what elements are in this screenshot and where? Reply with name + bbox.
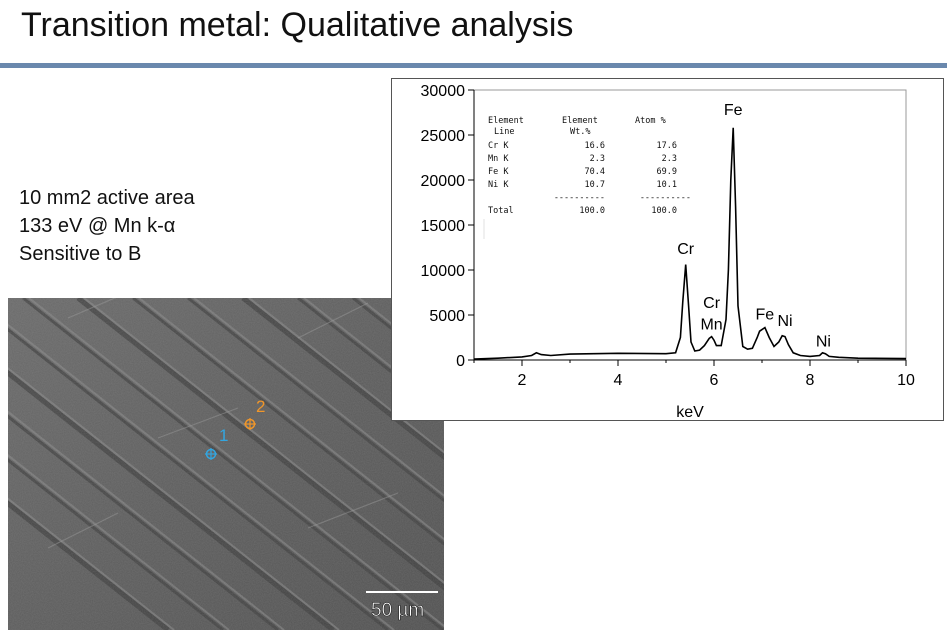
y-tick-label: 10000 bbox=[421, 263, 466, 280]
x-tick-label: 10 bbox=[897, 372, 915, 389]
spec-line-active-area: 10 mm2 active area bbox=[19, 187, 195, 209]
sem-micrograph: 1 2 50 µm bbox=[8, 298, 444, 630]
x-axis: 2 4 6 8 10 bbox=[473, 359, 915, 389]
sem-image-graphic: 1 2 50 µm bbox=[8, 298, 444, 630]
detector-specs: 10 mm2 active area 133 eV @ Mn k-α Sensi… bbox=[19, 184, 195, 268]
y-tick-label: 5000 bbox=[429, 308, 465, 325]
y-tick-label: 25000 bbox=[421, 128, 466, 145]
peak-label: Ni bbox=[816, 334, 831, 351]
table-row-atom: 17.6 bbox=[657, 141, 677, 151]
composition-table: Element Line Element Wt.% Atom % Cr K 16… bbox=[483, 116, 691, 239]
table-header-wt-1: Element bbox=[562, 116, 598, 126]
table-row-element: Ni K bbox=[488, 180, 509, 190]
sem-point-1-label: 1 bbox=[219, 426, 228, 445]
table-row-wt: 2.3 bbox=[590, 154, 605, 164]
y-tick-label: 20000 bbox=[421, 173, 466, 190]
table-separator-atom: ---------- bbox=[640, 193, 691, 203]
peak-label: Mn bbox=[700, 316, 722, 333]
y-tick-label: 30000 bbox=[421, 83, 466, 100]
peak-label: Fe bbox=[756, 307, 775, 324]
sem-point-2: 2 bbox=[244, 397, 265, 430]
table-row-wt: 16.6 bbox=[585, 141, 605, 151]
peak-label: Fe bbox=[724, 102, 743, 119]
table-row-element: Mn K bbox=[488, 154, 509, 164]
eds-spectrum-svg: 0 5000 10000 15000 20000 25000 30000 2 4 6 8 10 ke… bbox=[421, 83, 916, 421]
x-tick-label: 2 bbox=[518, 372, 527, 389]
table-row-wt: 70.4 bbox=[585, 167, 605, 177]
table-row-element: Cr K bbox=[488, 141, 509, 151]
x-tick-label: 4 bbox=[614, 372, 623, 389]
y-axis: 0 5000 10000 15000 20000 25000 30000 bbox=[421, 83, 475, 370]
table-row-atom: 10.1 bbox=[657, 180, 677, 190]
table-row-atom: 69.9 bbox=[657, 167, 677, 177]
peak-label: Cr bbox=[703, 295, 721, 312]
y-tick-label: 0 bbox=[456, 353, 465, 370]
table-header-element-line-2: Line bbox=[494, 127, 514, 137]
table-total-wt: 100.0 bbox=[579, 206, 605, 216]
slide-title: Transition metal: Qualitative analysis bbox=[21, 6, 574, 44]
peak-label: Cr bbox=[677, 241, 695, 258]
spectrum-series-line bbox=[473, 127, 907, 360]
sem-point-2-label: 2 bbox=[256, 397, 265, 416]
y-tick-label: 15000 bbox=[421, 218, 466, 235]
x-axis-label: keV bbox=[676, 404, 704, 421]
table-total-atom: 100.0 bbox=[651, 206, 677, 216]
table-header-atom: Atom % bbox=[635, 116, 666, 126]
table-row-atom: 2.3 bbox=[662, 154, 677, 164]
peak-label: Ni bbox=[777, 313, 792, 330]
table-total-label: Total bbox=[488, 206, 514, 216]
table-separator-wt: ---------- bbox=[554, 193, 605, 203]
table-header-wt-2: Wt.% bbox=[570, 127, 590, 137]
table-header-element-line-1: Element bbox=[488, 116, 524, 126]
table-row-element: Fe K bbox=[488, 167, 509, 177]
x-tick-label: 6 bbox=[710, 372, 719, 389]
table-row-wt: 10.7 bbox=[585, 180, 605, 190]
title-divider bbox=[0, 63, 947, 68]
spec-line-sensitivity: Sensitive to B bbox=[19, 243, 142, 265]
spec-line-resolution: 133 eV @ Mn k-α bbox=[19, 215, 176, 237]
x-tick-label: 8 bbox=[806, 372, 815, 389]
eds-spectrum-chart: 0 5000 10000 15000 20000 25000 30000 2 4 6 8 10 ke… bbox=[391, 78, 944, 421]
sem-point-1: 1 bbox=[205, 426, 228, 460]
scale-bar-label: 50 µm bbox=[371, 600, 424, 621]
